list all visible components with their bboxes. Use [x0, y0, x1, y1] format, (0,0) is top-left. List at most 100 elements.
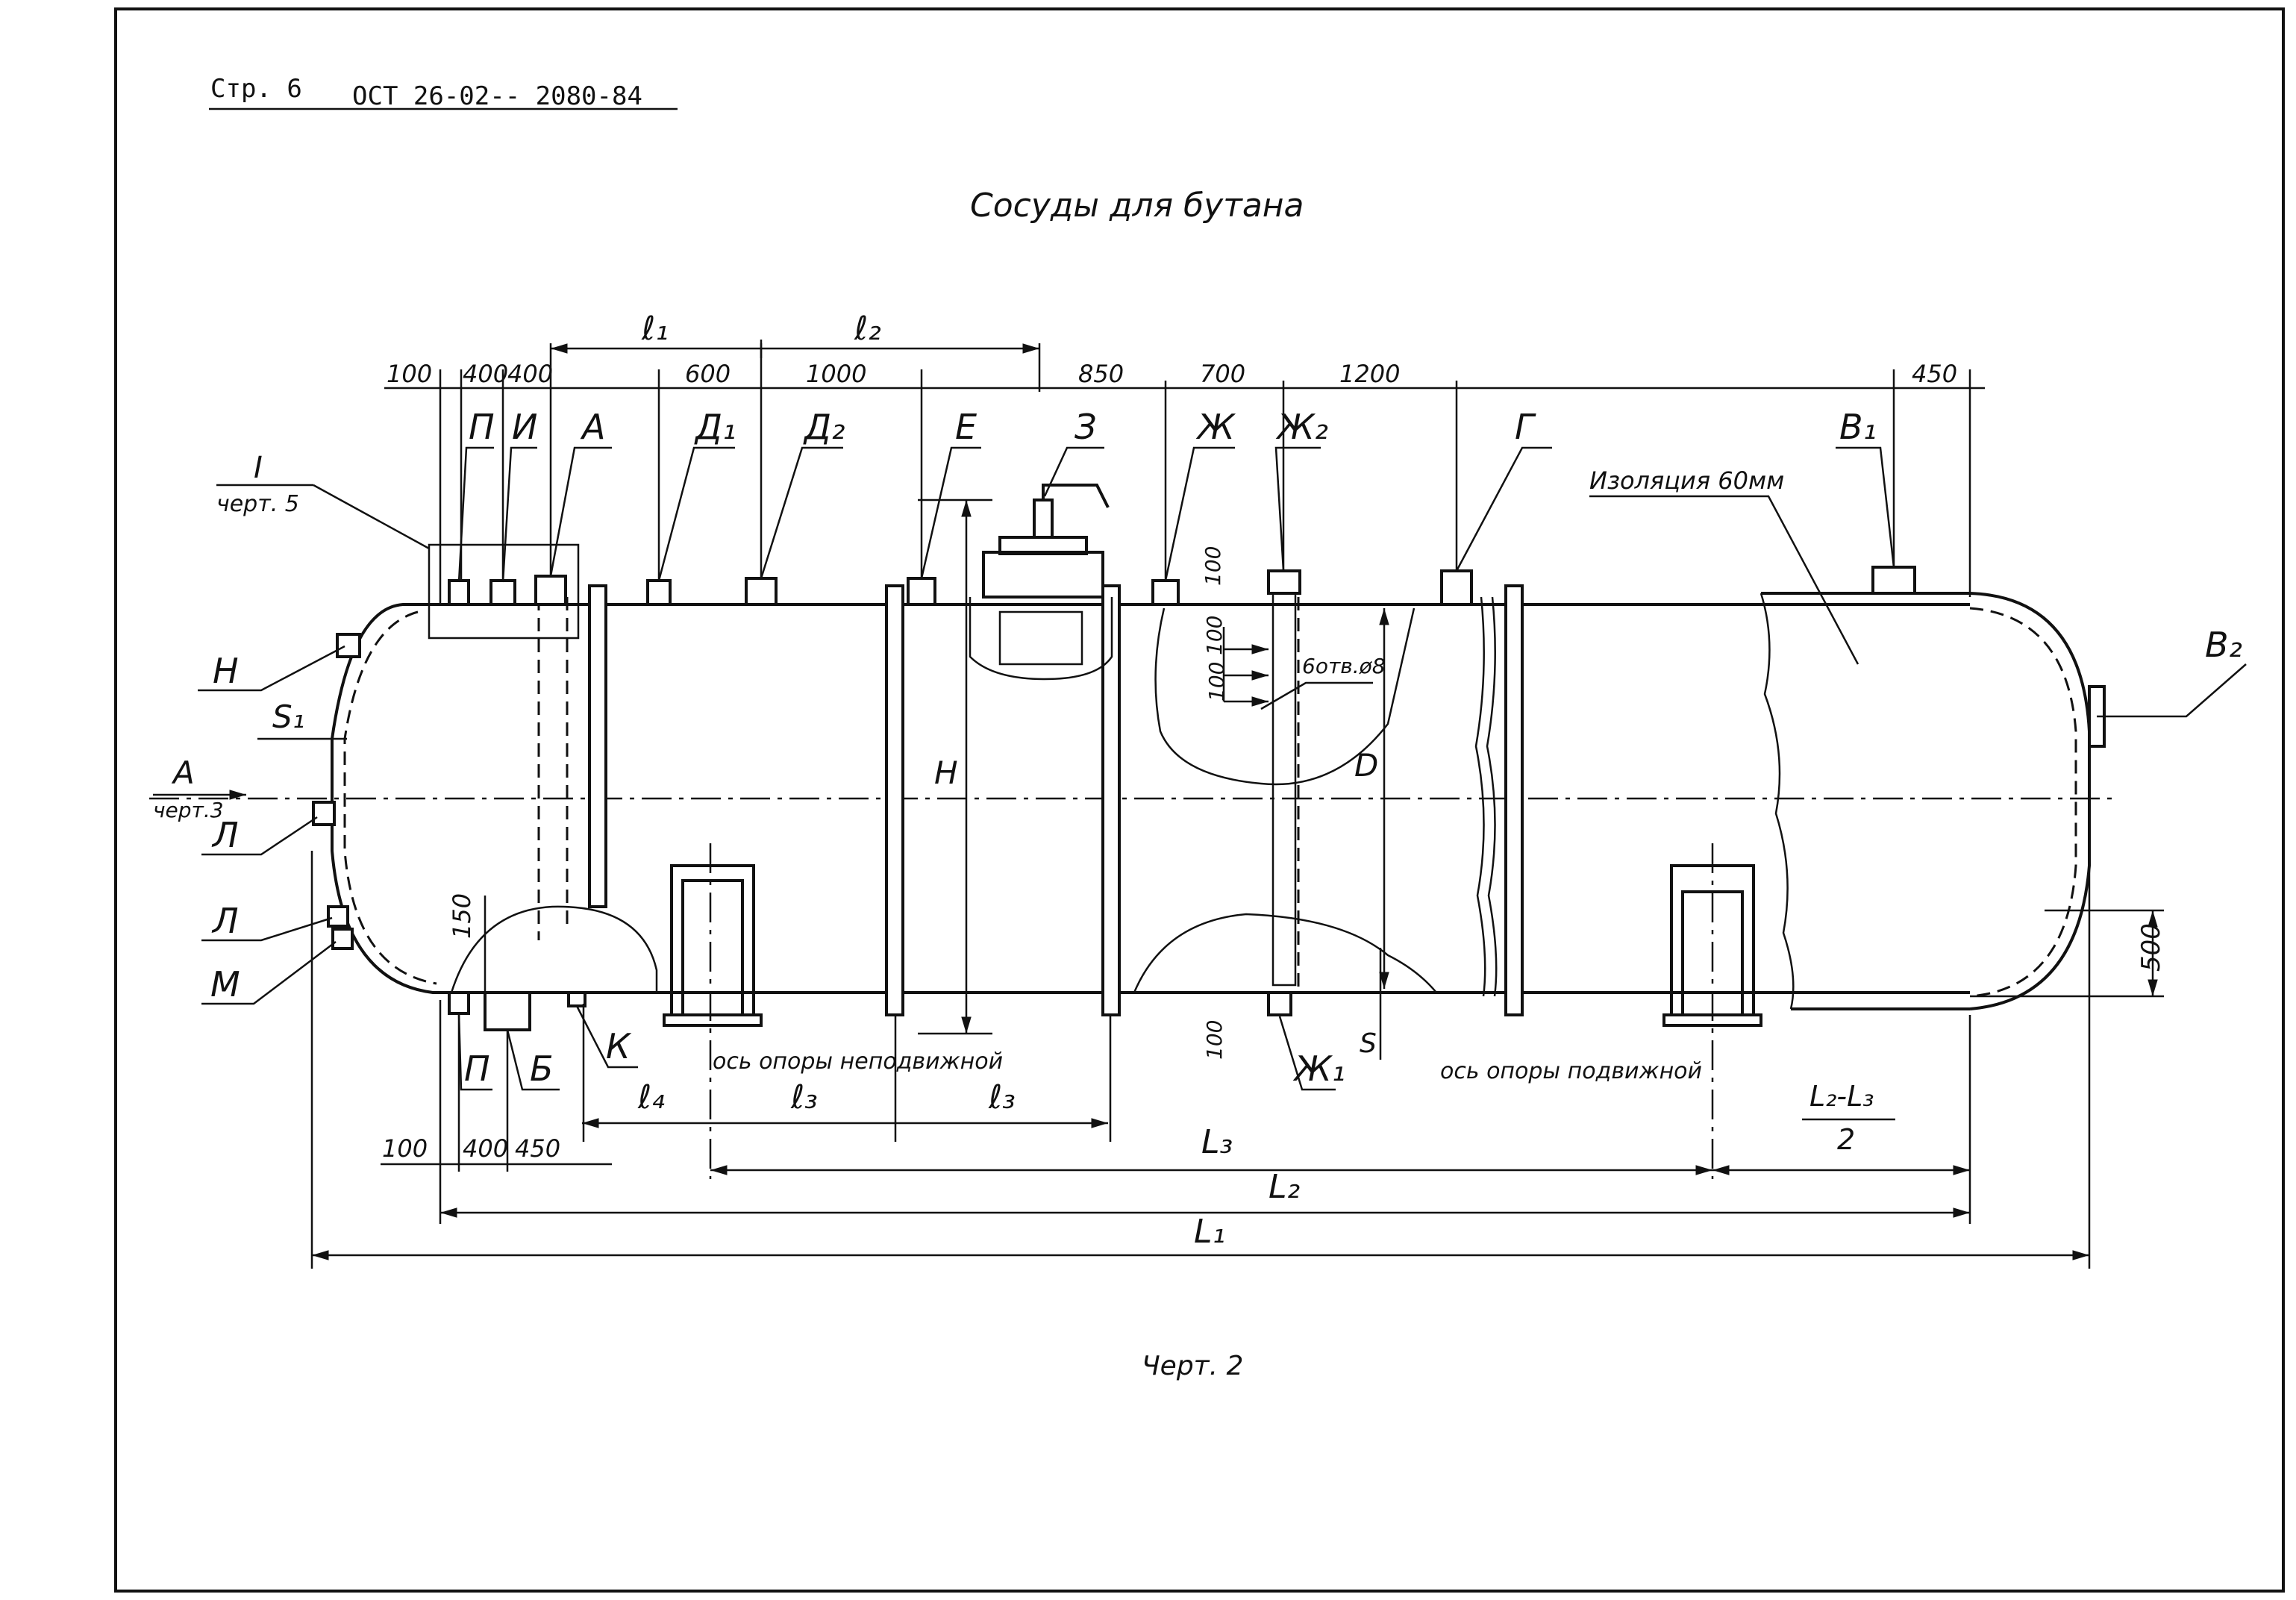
leader-zh: [1164, 446, 1235, 581]
vessel-left-head: [331, 603, 448, 994]
label-i: И: [512, 407, 537, 447]
dim-400-bottom: 400: [463, 1134, 508, 1163]
leader-zh1: [1278, 1016, 1336, 1091]
dim-100-bottom: 100: [382, 1134, 428, 1163]
dim-1000: 1000: [806, 360, 866, 388]
label-zh1: Ж₁: [1292, 1049, 1345, 1089]
ring-1: [588, 584, 607, 908]
dim-400-top-b: 400: [507, 360, 553, 388]
nozzle-d2: [745, 577, 778, 606]
dim-850: 850: [1078, 360, 1124, 388]
top-nozzles: [312, 566, 2106, 1031]
label-v2: В₂: [2205, 625, 2242, 665]
leader-d1: [657, 446, 735, 581]
nozzle-k: [567, 991, 586, 1007]
nozzle-a: [534, 575, 567, 606]
dim-v500: 500: [2136, 923, 2166, 972]
manhole-z: [969, 484, 1113, 681]
nozzle-leaders: П И А Д₁ Д₂ Е З Ж Ж₂ Г В₁ В₂ Н S₁ Л Л М …: [198, 407, 2247, 1091]
leader-g: [1455, 446, 1552, 572]
leader-b: [506, 1029, 560, 1091]
dim-400-top-a: 400: [463, 360, 508, 388]
detail-i-label: I: [254, 451, 263, 485]
ring-4: [1504, 584, 1524, 1016]
dim-v100a: 100: [1201, 546, 1225, 586]
nozzle-m: [331, 928, 354, 950]
break-line: [1474, 596, 1486, 997]
leader-v2: [2097, 663, 2247, 718]
label-v1: В₁: [1839, 407, 1877, 447]
label-insulation: Изоляция 60мм: [1589, 466, 1784, 495]
view-a-ref: черт.3: [153, 798, 224, 822]
vessel-body: [149, 592, 2112, 1010]
leader-i: [501, 446, 537, 583]
leader-e: [920, 446, 981, 579]
label-p-bottom: П: [464, 1049, 490, 1089]
label-l-a: Л: [211, 815, 239, 855]
label-b: Б: [530, 1049, 554, 1089]
dim-l1: ℓ₁: [641, 310, 669, 348]
cutout-bottom-left: [450, 905, 658, 993]
dim-v150: 150: [448, 893, 476, 939]
manhole-stem: [1033, 499, 1054, 539]
nozzle-l-a: [312, 801, 336, 826]
leader-n: [198, 645, 345, 692]
dim-l2: ℓ₂: [854, 310, 881, 348]
sheet-frame: [114, 7, 2285, 1593]
dim-h: Н: [934, 754, 958, 791]
manhole-inner: [969, 597, 1113, 681]
dim-v100d: 100: [1202, 1020, 1227, 1060]
label-g: Г: [1515, 407, 1536, 447]
dim-L2: L₂: [1269, 1168, 1300, 1206]
nozzle-i: [489, 579, 516, 606]
dim-450-top: 450: [1912, 360, 1957, 388]
leader-insulation: [1589, 495, 1859, 665]
leader-holes: [1260, 681, 1373, 710]
nozzle-zh2: [1267, 569, 1301, 595]
dim-450-bottom: 450: [515, 1134, 560, 1163]
dim-L1: L₁: [1194, 1213, 1225, 1251]
top-dimensions: 100 400 400 600 1000 850 700 1200 450 ℓ₁…: [384, 310, 1985, 604]
detail-i-leader: [313, 484, 430, 550]
nozzle-n: [336, 633, 361, 658]
label-l-b: Л: [211, 901, 239, 941]
standard-number: ОСТ 26-02-- 2080-84: [352, 81, 642, 111]
nozzle-zh: [1151, 579, 1180, 606]
leader-z: [1043, 446, 1104, 497]
leader-l-b: [201, 916, 333, 942]
manhole-inner-rungs: [998, 610, 1083, 666]
fixed-support: [663, 864, 763, 1027]
nozzle-g: [1440, 569, 1473, 606]
dim-d: D: [1354, 747, 1378, 784]
break-line-2: [1486, 596, 1498, 997]
dim-v100b: 100: [1202, 616, 1227, 655]
fixed-support-note: ось опоры неподвижной: [713, 1049, 1003, 1075]
view-a-label: А: [171, 754, 195, 791]
dim-l3-b: ℓ₃: [988, 1078, 1016, 1116]
label-holes: 6отв.ø8: [1302, 654, 1386, 678]
vessel-right-head-inner: [1969, 607, 2077, 998]
dim-100-top: 100: [387, 360, 432, 388]
leader-m: [201, 941, 337, 1005]
drawing-title: Сосуды для бутана: [970, 187, 1304, 225]
label-d2: Д₂: [803, 407, 845, 447]
dim-700: 700: [1200, 360, 1245, 388]
leader-zh2: [1274, 446, 1321, 572]
nozzle-p-bottom: [448, 991, 470, 1015]
dim-frac-num: L₂-L₃: [1809, 1080, 1874, 1113]
nozzle-l-b: [327, 905, 349, 928]
moving-support-note: ось опоры подвижной: [1440, 1058, 1702, 1084]
leader-v1: [1836, 446, 1895, 568]
page-number: Стр. 6: [210, 74, 302, 104]
cutout-top-mid: [1154, 607, 1416, 786]
dim-frac-den: 2: [1837, 1123, 1855, 1156]
leader-p: [457, 446, 494, 583]
label-a: А: [580, 407, 605, 447]
manhole-flange: [982, 551, 1104, 599]
label-e: Е: [955, 407, 977, 447]
dim-s: S: [1360, 1028, 1377, 1059]
bottom-dimensions: ℓ₄ ℓ₃ ℓ₃ 100 400 450 L₃ L₂-L₃ 2 L₂ L₁: [310, 851, 2091, 1269]
label-zh: Ж: [1195, 407, 1236, 447]
manhole-davit: [1042, 484, 1110, 508]
